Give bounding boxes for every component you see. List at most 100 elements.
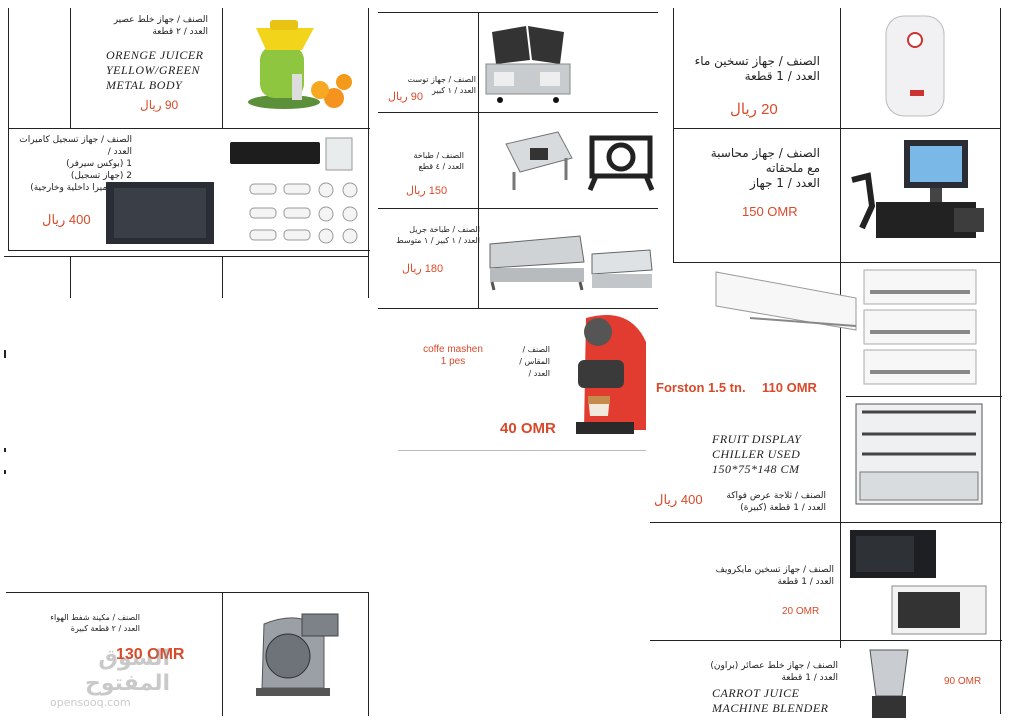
coffee-text: الصنف / المقاس / العدد / — [496, 344, 550, 380]
coffee-qty: العدد / — [528, 369, 550, 378]
watermark: السوق المفتوح opensooq.com — [10, 646, 170, 709]
cameras-type: الصنف / جهاز تسجيل كاميرات — [19, 135, 132, 145]
coffee-image — [576, 315, 646, 434]
grid-line — [378, 208, 658, 209]
coffee-en2: 1 pes — [440, 356, 466, 367]
pos-sub: مع ملحقاته — [765, 161, 820, 175]
juicer-en1: ORENGE JUICER — [106, 48, 204, 62]
blower-qty: العدد / ٢ قطعة كبيرة — [70, 624, 140, 633]
griddle-text: الصنف / طباخة جريل العدد / ١ كبير / ١ مت… — [384, 224, 480, 246]
coffee-desc: coffe mashen 1 pes — [416, 344, 490, 368]
juicer-type: الصنف / جهاز خلط عصير — [113, 15, 208, 25]
chiller-price: 400 ريال — [654, 492, 703, 507]
blower-image — [256, 613, 339, 696]
cameras-qty: العدد / — [107, 147, 132, 157]
juicer-qty: العدد / ٢ قطعة — [152, 27, 208, 37]
coffee-size: المقاس / — [519, 357, 550, 366]
cameras-price: 400 ريال — [42, 212, 91, 227]
microwave-qty: العدد / 1 قطعة — [777, 577, 834, 587]
pos-qty: العدد / 1 جهاز — [750, 176, 820, 190]
grid-line — [378, 112, 658, 113]
grid-line — [1000, 8, 1001, 714]
blender-text: الصنف / جهاز خلط عصائر (براون) العدد / 1… — [700, 660, 838, 684]
stove-text: الصنف / طباخة العدد / ٤ قطع — [388, 150, 464, 172]
coffee-type: الصنف / — [522, 345, 550, 354]
ac-model: Forston 1.5 tn. — [656, 380, 746, 395]
grid-line — [222, 592, 223, 716]
microwave-image — [850, 530, 987, 635]
grid-line — [378, 12, 658, 13]
grid-line — [650, 522, 1002, 523]
stove-price: 150 ريال — [406, 185, 448, 197]
coffee-en1: coffe mashen — [423, 344, 483, 355]
grid-line — [673, 128, 1001, 129]
cameras-line1: 1 (بوكس سيرفر) — [66, 159, 132, 169]
grid-line — [70, 8, 71, 128]
griddle-price: 180 ريال — [402, 263, 444, 275]
juicer-desc: ORENGE JUICER YELLOW/GREEN METAL BODY — [106, 48, 218, 93]
heater-type: الصنف / جهاز تسخين ماء — [694, 54, 820, 68]
toaster-text: الصنف / جهاز توست العدد / ١ كبير — [384, 74, 476, 96]
juicer-en2: YELLOW/GREEN — [106, 63, 201, 77]
blender-type: الصنف / جهاز خلط عصائر (براون) — [710, 661, 838, 671]
grid-line — [4, 448, 6, 452]
grid-line — [4, 350, 6, 358]
blender-image — [869, 649, 909, 718]
griddle-type: الصنف / طباخة جريل — [409, 225, 480, 234]
pos-price: 150 OMR — [742, 204, 798, 219]
grid-line — [478, 12, 479, 308]
chiller-type: الصنف / ثلاجة عرض فواكة — [726, 491, 826, 501]
blender-desc: CARROT JUICE MACHINE BLENDER — [712, 686, 840, 716]
watermark-arabic: السوق المفتوح — [84, 646, 170, 696]
heater-text: الصنف / جهاز تسخين ماء العدد / 1 قطعة — [690, 54, 820, 84]
heater-price: 20 ريال — [730, 101, 778, 118]
stove-type: الصنف / طباخة — [413, 151, 464, 160]
heater-image — [885, 15, 945, 117]
grid-line — [8, 250, 370, 251]
grid-line — [8, 128, 370, 129]
juicer-en3: METAL BODY — [106, 78, 183, 92]
coffee-price: 40 OMR — [500, 420, 556, 437]
blender-en1: CARROT JUICE — [712, 686, 800, 700]
juicer-text: الصنف / جهاز خلط عصير العدد / ٢ قطعة — [100, 14, 208, 38]
chiller-en2: CHILLER USED — [712, 447, 801, 461]
grid-line — [6, 592, 368, 593]
blender-qty: العدد / 1 قطعة — [781, 673, 838, 683]
toaster-type: الصنف / جهاز توست — [407, 75, 476, 84]
ac-main-image — [715, 271, 857, 331]
chiller-en3: 150*75*148 CM — [712, 462, 800, 476]
grid-line — [673, 8, 674, 263]
grid-line — [222, 8, 223, 128]
watermark-english: opensooq.com — [50, 696, 131, 709]
ac-units-image — [863, 269, 977, 385]
griddle-qty: العدد / ١ كبير / ١ متوسط — [396, 236, 480, 245]
chiller-en1: FRUIT DISPLAY — [712, 432, 802, 446]
toaster-qty: العدد / ١ كبير — [432, 86, 476, 95]
grid-line — [673, 262, 1001, 263]
chiller-text: الصنف / ثلاجة عرض فواكة العدد / 1 قطعة (… — [700, 490, 826, 514]
juicer-image — [248, 20, 352, 109]
toaster-image — [485, 26, 571, 103]
microwave-type: الصنف / جهاز تسخين مايكرويف — [715, 565, 834, 575]
grid-line — [650, 640, 1002, 641]
blower-price: 130 OMR — [116, 646, 185, 663]
pos-image — [851, 140, 984, 238]
grid-line — [4, 256, 369, 257]
griddle-image — [489, 235, 653, 291]
grid-line — [378, 308, 658, 309]
chiller-image — [855, 403, 983, 505]
grid-line — [398, 450, 646, 451]
cameras-image — [106, 137, 358, 244]
microwave-text: الصنف / جهاز تسخين مايكرويف العدد / 1 قط… — [700, 564, 834, 588]
grid-line — [368, 592, 369, 716]
ac-price: 110 OMR — [762, 380, 817, 395]
grid-line — [4, 470, 6, 474]
blower-text: الصنف / مكينة شفط الهواء العدد / ٢ قطعة … — [14, 612, 140, 634]
microwave-price: 20 OMR — [782, 606, 820, 617]
grid-line — [846, 396, 1002, 397]
heater-qty: العدد / 1 قطعة — [744, 69, 820, 83]
blender-en2: MACHINE BLENDER — [712, 701, 829, 715]
cameras-line2: 2 (جهاز تسجيل) — [70, 171, 132, 181]
juicer-price: 90 ريال — [140, 98, 179, 112]
toaster-price: 90 ريال — [388, 91, 424, 103]
